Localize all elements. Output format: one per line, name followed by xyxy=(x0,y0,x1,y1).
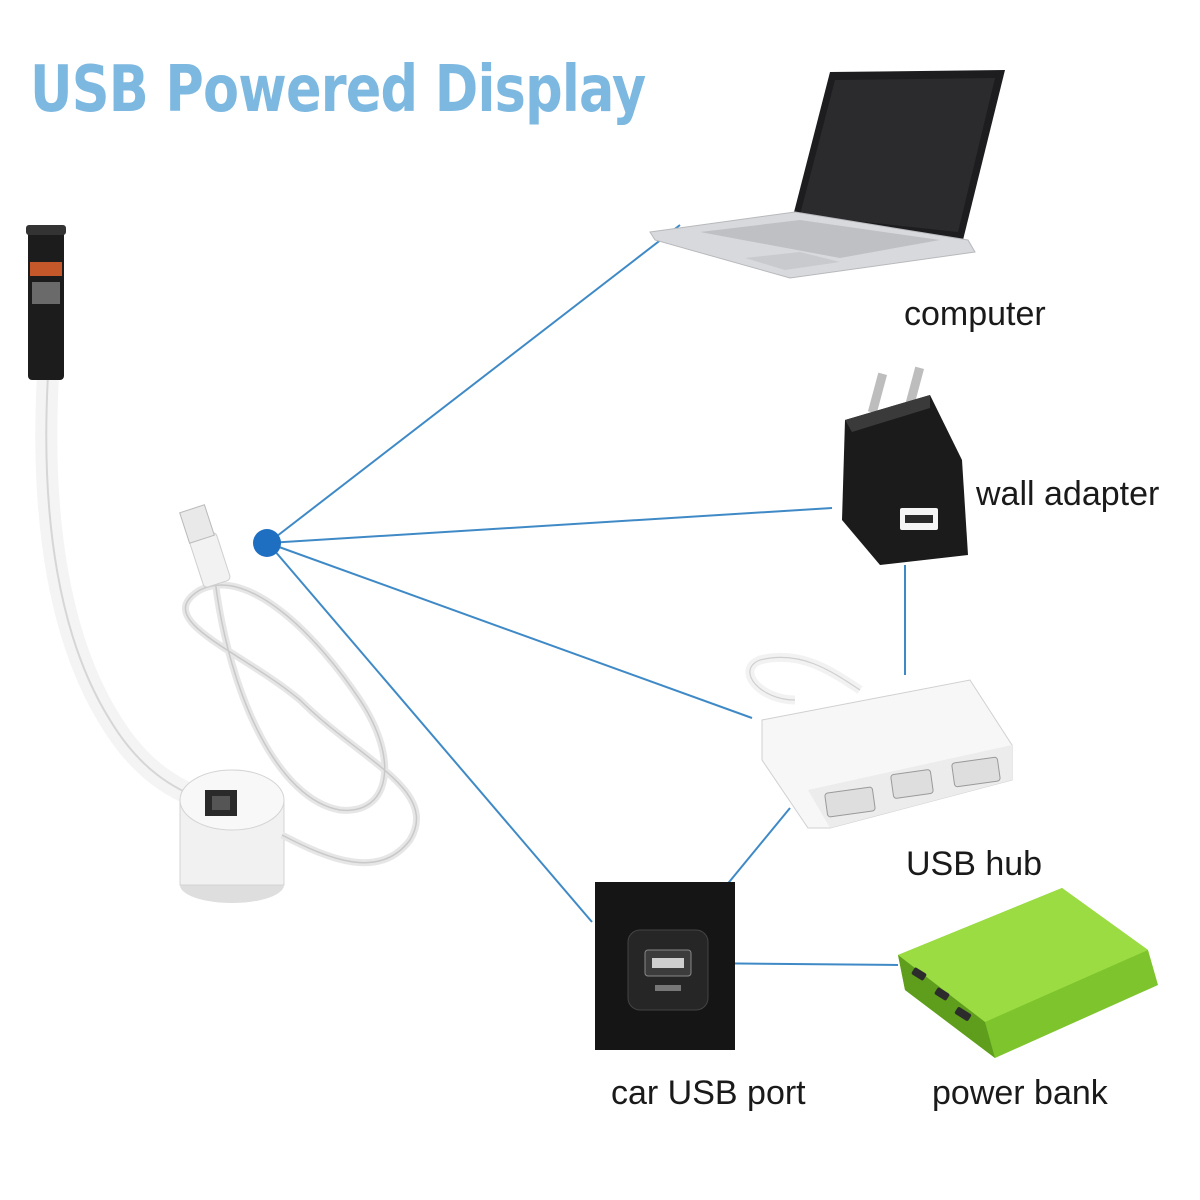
wall-adapter-icon xyxy=(842,366,968,565)
laptop-icon xyxy=(649,70,1005,279)
usb-gooseneck-lamp-icon xyxy=(26,225,420,903)
label-computer: computer xyxy=(904,295,1046,333)
hub-point xyxy=(253,529,281,557)
label-power-bank: power bank xyxy=(932,1074,1108,1112)
line-to-wall-adapter xyxy=(267,507,833,544)
label-wall-adapter: wall adapter xyxy=(976,475,1160,513)
line-to-car-usb-port xyxy=(267,542,593,923)
usb-hub-icon xyxy=(745,652,1013,829)
power-bank-icon xyxy=(898,888,1158,1058)
connector-lines xyxy=(267,224,906,966)
line-to-computer xyxy=(267,224,681,544)
line-to-usb-hub xyxy=(267,542,753,719)
car-usb-port-icon xyxy=(595,882,735,1050)
label-usb-hub: USB hub xyxy=(906,845,1043,883)
label-car-usb-port: car USB port xyxy=(611,1074,806,1112)
page-title: USB Powered Display xyxy=(30,53,646,127)
